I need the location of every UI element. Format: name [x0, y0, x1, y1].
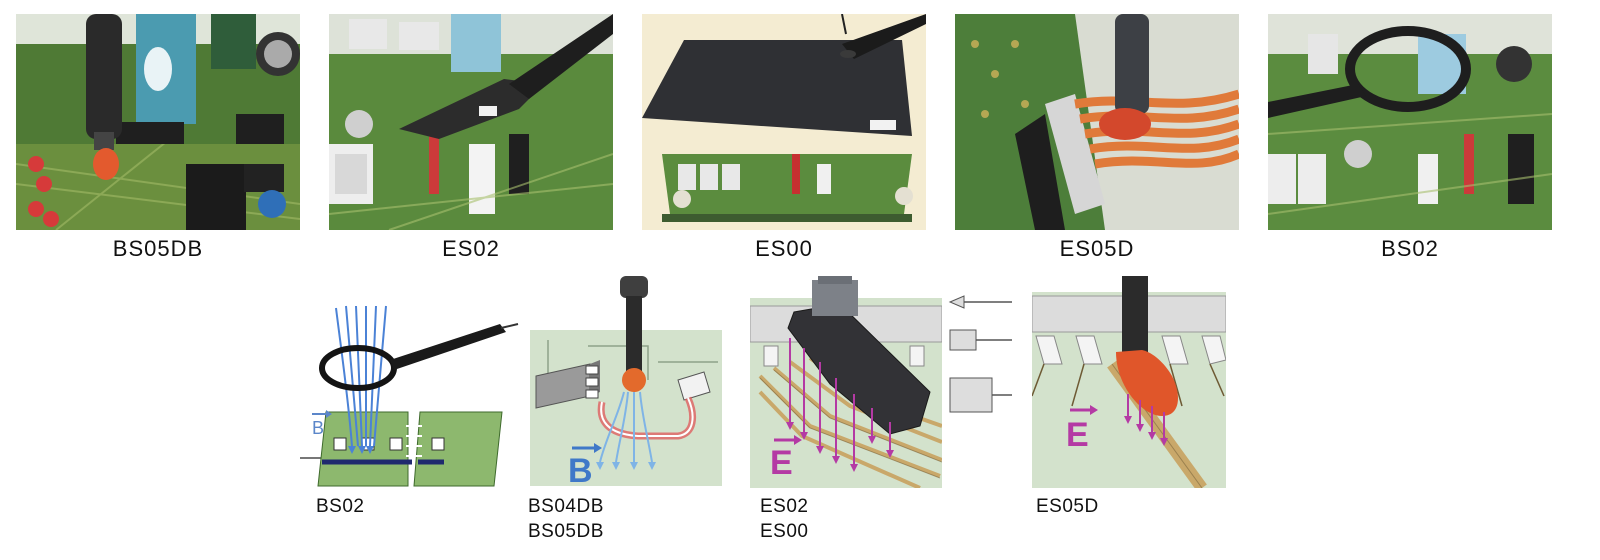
photo-bs05db-probe — [16, 14, 300, 230]
caption-diagram-bs04db-line2: BS05DB — [528, 521, 604, 542]
caption-photo-es00: ES00 — [755, 236, 813, 261]
photo-es00-plate — [642, 14, 926, 230]
probe-tip-large-icon — [949, 377, 993, 413]
photo-es02-probe — [329, 14, 613, 230]
diagram-es02-paddle-field: E — [750, 276, 942, 488]
caption-photo-bs05db: BS05DB — [112, 236, 204, 261]
caption-diagram-es02-line1: ES02 — [760, 496, 809, 517]
es02-field-label: E — [770, 444, 793, 482]
diagram-bs02-loop-field: B — [296, 296, 526, 492]
caption-diagram-bs02: BS02 — [316, 496, 365, 517]
caption-photo-es02: ES02 — [442, 236, 500, 261]
bs04db-field-label: B — [568, 452, 593, 488]
probe-tip-pointed-icon — [948, 295, 965, 309]
photo-bs02-loop — [1268, 14, 1552, 230]
caption-photo-bs02: BS02 — [1381, 236, 1439, 261]
es05d-field-label: E — [1066, 416, 1089, 454]
caption-diagram-bs04db: BS04DB BS05DB — [528, 494, 604, 544]
caption-diagram-es05d: ES05D — [1036, 496, 1099, 517]
probe-shape-legend — [946, 290, 1016, 420]
bs02-field-label: B — [312, 418, 324, 438]
caption-diagram-es02: ES02 ES00 — [760, 494, 808, 544]
caption-diagram-bs04db-line1: BS04DB — [528, 496, 604, 517]
diagram-bs04db-probe-field: B — [528, 276, 724, 488]
caption-diagram-es02-line2: ES00 — [760, 521, 809, 542]
diagram-es05d-probe-field: E — [1032, 276, 1226, 488]
caption-photo-es05d: ES05D — [1059, 236, 1135, 261]
probe-tip-small-icon — [949, 329, 977, 351]
photo-es05d-cable — [955, 14, 1239, 230]
